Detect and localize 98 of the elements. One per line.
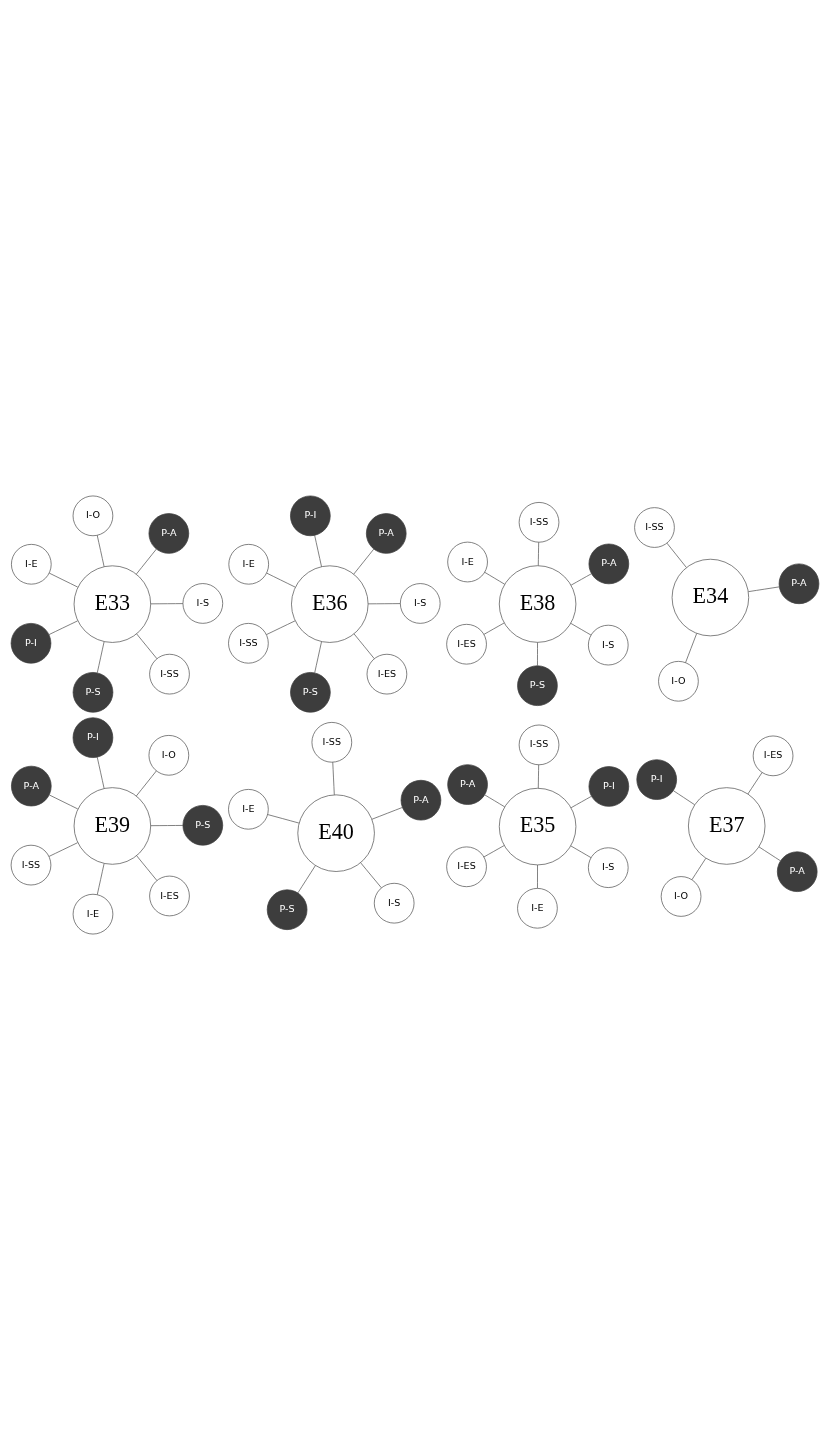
node-circle: I-S: [588, 624, 629, 665]
connector: [135, 548, 157, 575]
node-circle: I-E: [72, 893, 114, 934]
connector: [48, 794, 79, 809]
node-circle: I-SS: [311, 721, 353, 763]
connector: [483, 844, 505, 857]
node-circle: E40: [297, 794, 375, 872]
connector: [747, 771, 763, 794]
node-circle: I-ES: [446, 623, 487, 664]
node-circle: E39: [73, 786, 152, 865]
connector: [353, 632, 375, 659]
node-circle: I-S: [182, 582, 224, 624]
node-circle: P-I: [290, 495, 331, 536]
connector: [48, 572, 79, 587]
connector: [483, 622, 505, 635]
connector: [136, 854, 158, 881]
node-circle: E35: [498, 787, 577, 865]
connector: [266, 620, 296, 635]
connector: [314, 640, 322, 673]
node-circle: P-A: [776, 850, 818, 892]
node-circle: I-O: [658, 660, 699, 702]
connector: [537, 541, 540, 566]
node-circle: I-O: [660, 875, 702, 917]
node-circle: I-E: [447, 541, 488, 582]
connector: [96, 756, 105, 789]
node-circle: P-I: [588, 765, 630, 807]
node-circle: I-SS: [518, 501, 560, 543]
node-circle: I-SS: [634, 506, 675, 548]
connector: [673, 789, 695, 805]
connector: [537, 864, 538, 889]
node-circle: I-ES: [446, 846, 487, 887]
connector: [570, 795, 592, 808]
node-circle: I-O: [72, 495, 114, 536]
node-circle: E36: [291, 564, 369, 643]
node-circle: I-E: [228, 543, 269, 585]
connector: [150, 602, 184, 604]
node-circle: P-S: [72, 671, 114, 713]
node-circle: I-SS: [10, 844, 52, 885]
node-circle: P-A: [366, 512, 407, 554]
connector: [570, 845, 592, 858]
node-circle: E38: [498, 564, 577, 643]
connector: [96, 534, 105, 567]
connector: [297, 864, 316, 893]
connector: [150, 824, 184, 826]
node-circle: I-SS: [518, 724, 560, 765]
node-circle: P-A: [778, 563, 820, 604]
node-circle: P-A: [447, 763, 488, 805]
node-circle: P-I: [636, 758, 677, 800]
node-circle: I-SS: [228, 622, 269, 664]
connector: [96, 640, 105, 673]
node-circle: P-A: [400, 779, 442, 820]
node-circle: I-ES: [149, 875, 190, 916]
node-circle: I-ES: [366, 653, 408, 694]
connector: [691, 857, 707, 880]
connector: [48, 620, 78, 635]
connector: [484, 794, 505, 807]
connector: [267, 813, 300, 823]
connector: [371, 806, 403, 820]
node-circle: P-A: [588, 543, 630, 584]
connector: [135, 770, 157, 796]
connector: [314, 534, 322, 567]
connector: [748, 586, 780, 592]
node-circle: I-S: [373, 882, 415, 923]
node-circle: P-S: [266, 888, 308, 930]
node-circle: I-ES: [752, 735, 794, 776]
node-circle: I-E: [11, 543, 52, 585]
connector: [484, 571, 505, 585]
connector: [48, 841, 78, 857]
node-circle: I-E: [517, 887, 558, 929]
connector: [537, 641, 538, 666]
node-circle: P-S: [182, 804, 224, 846]
connector: [266, 572, 296, 587]
node-circle: I-S: [588, 846, 629, 888]
node-circle: E34: [671, 558, 750, 636]
node-circle: P-I: [72, 716, 114, 758]
node-circle: P-S: [290, 671, 331, 713]
node-circle: I-E: [228, 788, 269, 830]
connector: [360, 862, 382, 888]
connector: [570, 572, 592, 585]
connector: [353, 548, 375, 575]
connector: [332, 761, 335, 795]
connector: [666, 542, 687, 568]
connector: [685, 632, 698, 663]
node-circle: P-A: [148, 512, 190, 554]
node-circle: I-S: [399, 582, 441, 624]
connector: [758, 845, 781, 861]
node-circle: E37: [688, 786, 766, 865]
node-circle: P-S: [517, 664, 558, 706]
node-circle: P-A: [11, 765, 52, 806]
connector: [136, 632, 158, 659]
connector: [537, 764, 540, 788]
connector: [96, 862, 105, 895]
node-circle: I-O: [148, 734, 190, 776]
node-circle: I-SS: [149, 653, 190, 694]
node-circle: E33: [73, 564, 152, 643]
node-circle: P-I: [10, 622, 52, 664]
connector: [570, 622, 592, 635]
connector: [367, 602, 401, 604]
